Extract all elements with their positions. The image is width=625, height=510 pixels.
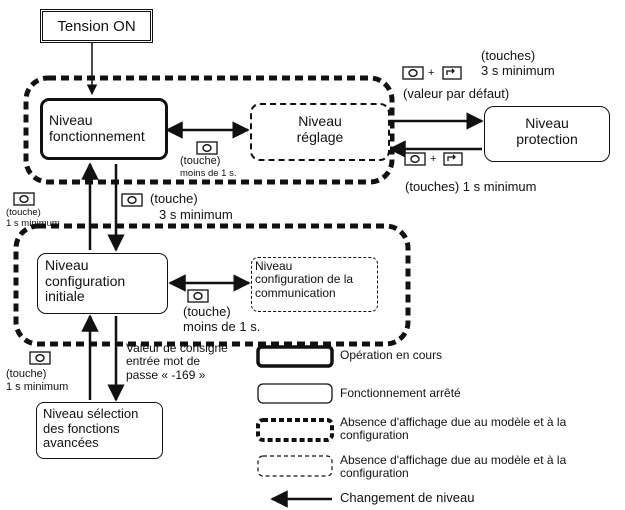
advanced-function-level-box: Niveau sélection des fonctions avancées xyxy=(36,402,163,459)
adv-to-init-time-label: 1 s minimum xyxy=(6,381,69,393)
init-to-op-key-label: (touche) xyxy=(6,207,41,218)
password-note-label: Valeur de consigne entrée mot de passe «… xyxy=(126,341,228,382)
up-key-icon xyxy=(442,66,462,80)
plus-sign: + xyxy=(428,67,435,79)
legend-hidden-thick-sample xyxy=(256,418,334,442)
power-on-box: Tension ON xyxy=(40,9,153,43)
mode-key-icon xyxy=(187,289,209,303)
mode-key-icon xyxy=(13,192,35,206)
init-to-op-time-label: 1 s minimum xyxy=(6,218,60,229)
to-protection-keys-label: (touches) 3 s minimum xyxy=(481,48,555,78)
legend-running-label: Opération en cours xyxy=(340,348,443,362)
init-comm-time-label: moins de 1 s. xyxy=(183,319,261,334)
legend-stopped-sample xyxy=(257,383,333,404)
hidden-group-frame-bottom xyxy=(13,223,411,347)
to-protection-default-label: (valeur par défaut) xyxy=(403,86,510,101)
legend-hidden-thin-label: Absence d'affichage due au modèle et à l… xyxy=(340,453,567,481)
up-key-icon xyxy=(443,152,463,166)
op-adj-key-label: (touche) xyxy=(180,155,221,167)
operation-level-label: Niveau fonctionnement xyxy=(49,112,145,144)
mode-key-icon xyxy=(404,152,426,166)
hidden-group-frame-top xyxy=(23,75,395,185)
operation-level-box: Niveau fonctionnement xyxy=(40,98,168,160)
mode-key-icon xyxy=(121,193,143,207)
op-to-init-time-label: 3 s minimum xyxy=(159,207,233,222)
initial-setting-level-box: Niveau configuration initiale xyxy=(37,253,168,314)
legend-hidden-thin-sample xyxy=(257,455,333,477)
adjustment-level-box: Niveau réglage xyxy=(250,103,390,161)
adv-to-init-key-label: (touche) xyxy=(6,368,47,380)
from-protection-keys-label: (touches) 1 s minimum xyxy=(405,179,537,194)
legend-stopped-label: Fonctionnement arrêté xyxy=(340,386,461,400)
op-to-init-key-label: (touche) xyxy=(150,191,198,206)
mode-key-icon xyxy=(29,351,51,365)
initial-setting-level-label: Niveau configuration initiale xyxy=(45,257,126,305)
advanced-function-level-label: Niveau sélection des fonctions avancées xyxy=(43,406,139,451)
power-on-label: Tension ON xyxy=(57,18,136,35)
communication-level-label: Niveau configuration de la communication xyxy=(255,259,354,300)
protection-level-label: Niveau protection xyxy=(516,115,578,147)
protection-level-box: Niveau protection xyxy=(484,106,610,162)
init-comm-key-label: (touche) xyxy=(183,304,231,319)
op-adj-time-label: moins de 1 s. xyxy=(180,168,237,179)
communication-level-box: Niveau configuration de la communication xyxy=(251,257,378,312)
plus-sign: + xyxy=(430,153,437,165)
legend-running-sample xyxy=(256,345,334,368)
adjustment-level-label: Niveau réglage xyxy=(296,113,344,145)
mode-key-icon xyxy=(402,66,424,80)
legend-level-change-label: Changement de niveau xyxy=(340,490,475,505)
mode-key-icon xyxy=(196,141,218,155)
legend-hidden-thick-label: Absence d'affichage due au modèle et à l… xyxy=(340,415,567,443)
